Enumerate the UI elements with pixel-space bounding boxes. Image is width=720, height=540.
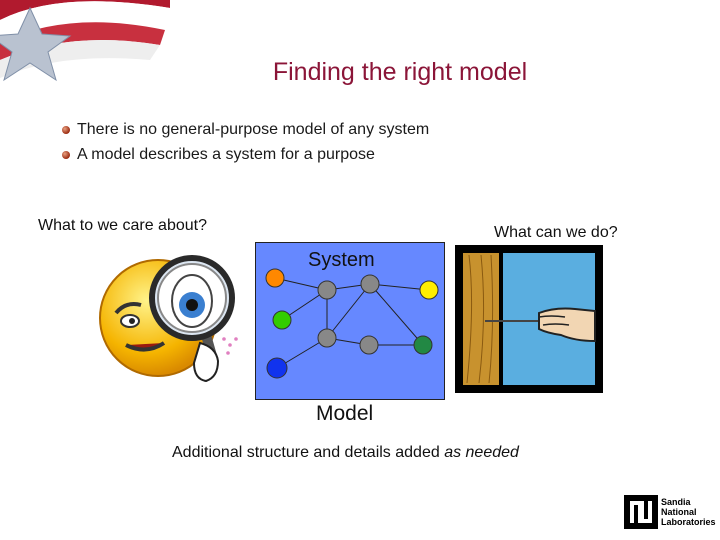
- node-orange: [265, 268, 285, 288]
- right-caption: What can we do?: [494, 224, 618, 241]
- footer-text: Additional structure and details added: [172, 444, 440, 461]
- node-blue: [266, 357, 288, 379]
- footer-statement: Additional structure and details added a…: [172, 444, 519, 462]
- node-darkgreen: [413, 335, 433, 355]
- footer-emphasis: as needed: [444, 444, 519, 461]
- logo-line: National: [661, 507, 697, 517]
- system-label: System: [308, 249, 375, 271]
- sandia-logo: Sandia National Laboratories: [624, 495, 716, 529]
- smiley-magnifier-icon: [99, 255, 238, 383]
- logo-line: Sandia: [661, 497, 691, 507]
- bullet-item: A model describes a system for a purpose: [62, 146, 375, 164]
- model-label: Model: [316, 402, 374, 425]
- node-gray: [317, 280, 337, 300]
- bullet-text: There is no general-purpose model of any…: [77, 121, 430, 138]
- node-gray: [360, 274, 380, 294]
- hand-pin-wood-icon: [455, 245, 603, 393]
- left-caption: What to we care about?: [38, 217, 207, 234]
- flag-star-banner: [0, 0, 170, 82]
- node-green: [272, 310, 292, 330]
- sandia-logo-icon: [624, 495, 658, 529]
- bullet-icon: [62, 151, 70, 159]
- bullet-item: There is no general-purpose model of any…: [62, 121, 429, 139]
- node-gray: [317, 328, 337, 348]
- node-gray: [359, 335, 379, 355]
- system-network-graph: [265, 268, 439, 379]
- bullet-icon: [62, 126, 70, 134]
- slide-title: Finding the right model: [272, 58, 528, 86]
- logo-line: Laboratories: [661, 517, 716, 527]
- bullet-text: A model describes a system for a purpose: [77, 146, 375, 163]
- node-yellow: [419, 280, 439, 300]
